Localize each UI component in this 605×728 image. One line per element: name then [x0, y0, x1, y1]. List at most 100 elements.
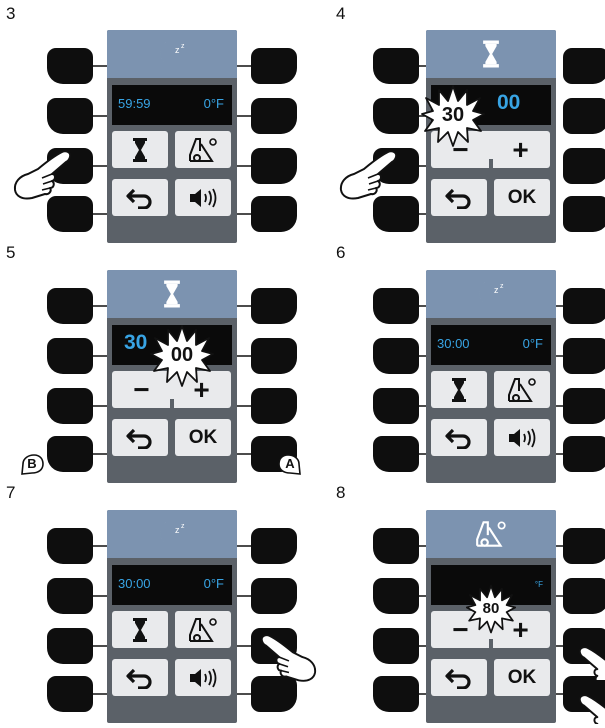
sound-icon: [190, 188, 217, 207]
timer-value: 30: [124, 331, 148, 354]
back-key[interactable]: [112, 419, 168, 456]
back-key[interactable]: [431, 659, 487, 696]
step-8-panel: °F − + OK 80: [326, 498, 605, 728]
back-key[interactable]: [431, 179, 487, 216]
ok-key[interactable]: OK: [175, 419, 231, 456]
side-button-right-1[interactable]: [251, 48, 297, 84]
side-button-left-3[interactable]: [373, 628, 419, 664]
side-button-right-1[interactable]: [251, 288, 297, 324]
minus-key[interactable]: −: [452, 613, 469, 645]
svg-text:z: z: [175, 45, 180, 55]
pointing-hand-icon: [338, 148, 400, 211]
hourglass-icon: [426, 36, 556, 72]
pointing-hand-icon: [576, 692, 605, 724]
side-button-left-3[interactable]: [47, 628, 93, 664]
side-button-left-3[interactable]: [47, 388, 93, 424]
side-button-left-2[interactable]: [373, 98, 419, 134]
sound-key[interactable]: [175, 659, 231, 696]
minus-key[interactable]: −: [133, 373, 150, 405]
side-button-right-2[interactable]: [563, 98, 605, 134]
back-arrow-icon: [126, 428, 152, 449]
svg-text:z: z: [181, 43, 185, 50]
back-key[interactable]: [112, 659, 168, 696]
pointing-hand-icon: [258, 632, 318, 693]
sound-key[interactable]: [175, 179, 231, 216]
timer-readout: 30:00: [437, 336, 470, 351]
sound-key[interactable]: [494, 419, 550, 456]
value-callout: 00: [150, 324, 214, 388]
side-button-left-1[interactable]: [47, 528, 93, 564]
minus-key[interactable]: −: [452, 133, 469, 165]
side-button-left-4[interactable]: [373, 676, 419, 712]
timer-readout: 59:59: [118, 96, 151, 111]
temperature-key[interactable]: [494, 371, 550, 408]
side-button-right-4[interactable]: [563, 436, 605, 472]
callout-text: 80: [482, 600, 500, 617]
side-button-left-2[interactable]: [373, 338, 419, 374]
side-button-right-2[interactable]: [563, 338, 605, 374]
hourglass-key[interactable]: [112, 131, 168, 168]
side-button-right-3[interactable]: [251, 388, 297, 424]
side-button-left-4[interactable]: [373, 196, 419, 232]
ok-key[interactable]: OK: [494, 179, 550, 216]
temperature-icon: [426, 516, 556, 552]
side-button-left-1[interactable]: [373, 528, 419, 564]
side-button-right-2[interactable]: [251, 578, 297, 614]
side-button-left-2[interactable]: [47, 338, 93, 374]
value-callout: 30: [421, 84, 485, 148]
side-button-left-1[interactable]: [47, 288, 93, 324]
marker-a: A: [278, 453, 302, 475]
side-button-right-4[interactable]: [251, 196, 297, 232]
display: 59:59 0°F: [112, 85, 232, 125]
side-button-left-2[interactable]: [47, 98, 93, 134]
temperature-readout: 0°F: [203, 96, 224, 111]
side-button-right-1[interactable]: [251, 528, 297, 564]
ok-key[interactable]: OK: [494, 659, 550, 696]
side-button-right-3[interactable]: [563, 148, 605, 184]
hourglass-key[interactable]: [431, 371, 487, 408]
side-button-left-3[interactable]: [373, 388, 419, 424]
side-button-right-4[interactable]: [251, 676, 297, 712]
temperature-key[interactable]: [175, 611, 231, 648]
side-button-right-1[interactable]: [563, 288, 605, 324]
side-button-right-3[interactable]: [251, 148, 297, 184]
side-button-right-3[interactable]: [563, 388, 605, 424]
back-arrow-icon: [445, 428, 471, 449]
pointing-hand-icon: [12, 148, 74, 211]
hourglass-key[interactable]: [112, 611, 168, 648]
marker-a-label: A: [285, 456, 295, 471]
side-button-left-4[interactable]: [373, 436, 419, 472]
hourglass-icon: [133, 617, 147, 642]
marker-b: B: [20, 453, 44, 475]
side-button-right-2[interactable]: [251, 98, 297, 134]
side-button-left-1[interactable]: [373, 288, 419, 324]
side-button-left-4[interactable]: [47, 196, 93, 232]
back-key[interactable]: [431, 419, 487, 456]
step-5-panel: 30 − + OK 00 B A: [0, 258, 330, 488]
side-button-right-1[interactable]: [563, 48, 605, 84]
side-button-left-2[interactable]: [47, 578, 93, 614]
side-button-left-2[interactable]: [373, 578, 419, 614]
side-button-left-4[interactable]: [47, 676, 93, 712]
back-arrow-icon: [445, 668, 471, 689]
temperature-icon: [189, 137, 217, 162]
side-button-left-1[interactable]: [47, 48, 93, 84]
back-key[interactable]: [112, 179, 168, 216]
side-button-left-1[interactable]: [373, 48, 419, 84]
side-button-right-4[interactable]: [563, 196, 605, 232]
plus-key[interactable]: +: [512, 613, 529, 645]
side-button-right-1[interactable]: [563, 528, 605, 564]
side-button-right-2[interactable]: [563, 578, 605, 614]
temperature-key[interactable]: [175, 131, 231, 168]
value-callout: 80: [466, 584, 516, 634]
side-button-left-4[interactable]: [47, 436, 93, 472]
sound-icon: [509, 428, 536, 447]
plus-key[interactable]: +: [512, 133, 529, 165]
side-button-right-2[interactable]: [251, 338, 297, 374]
